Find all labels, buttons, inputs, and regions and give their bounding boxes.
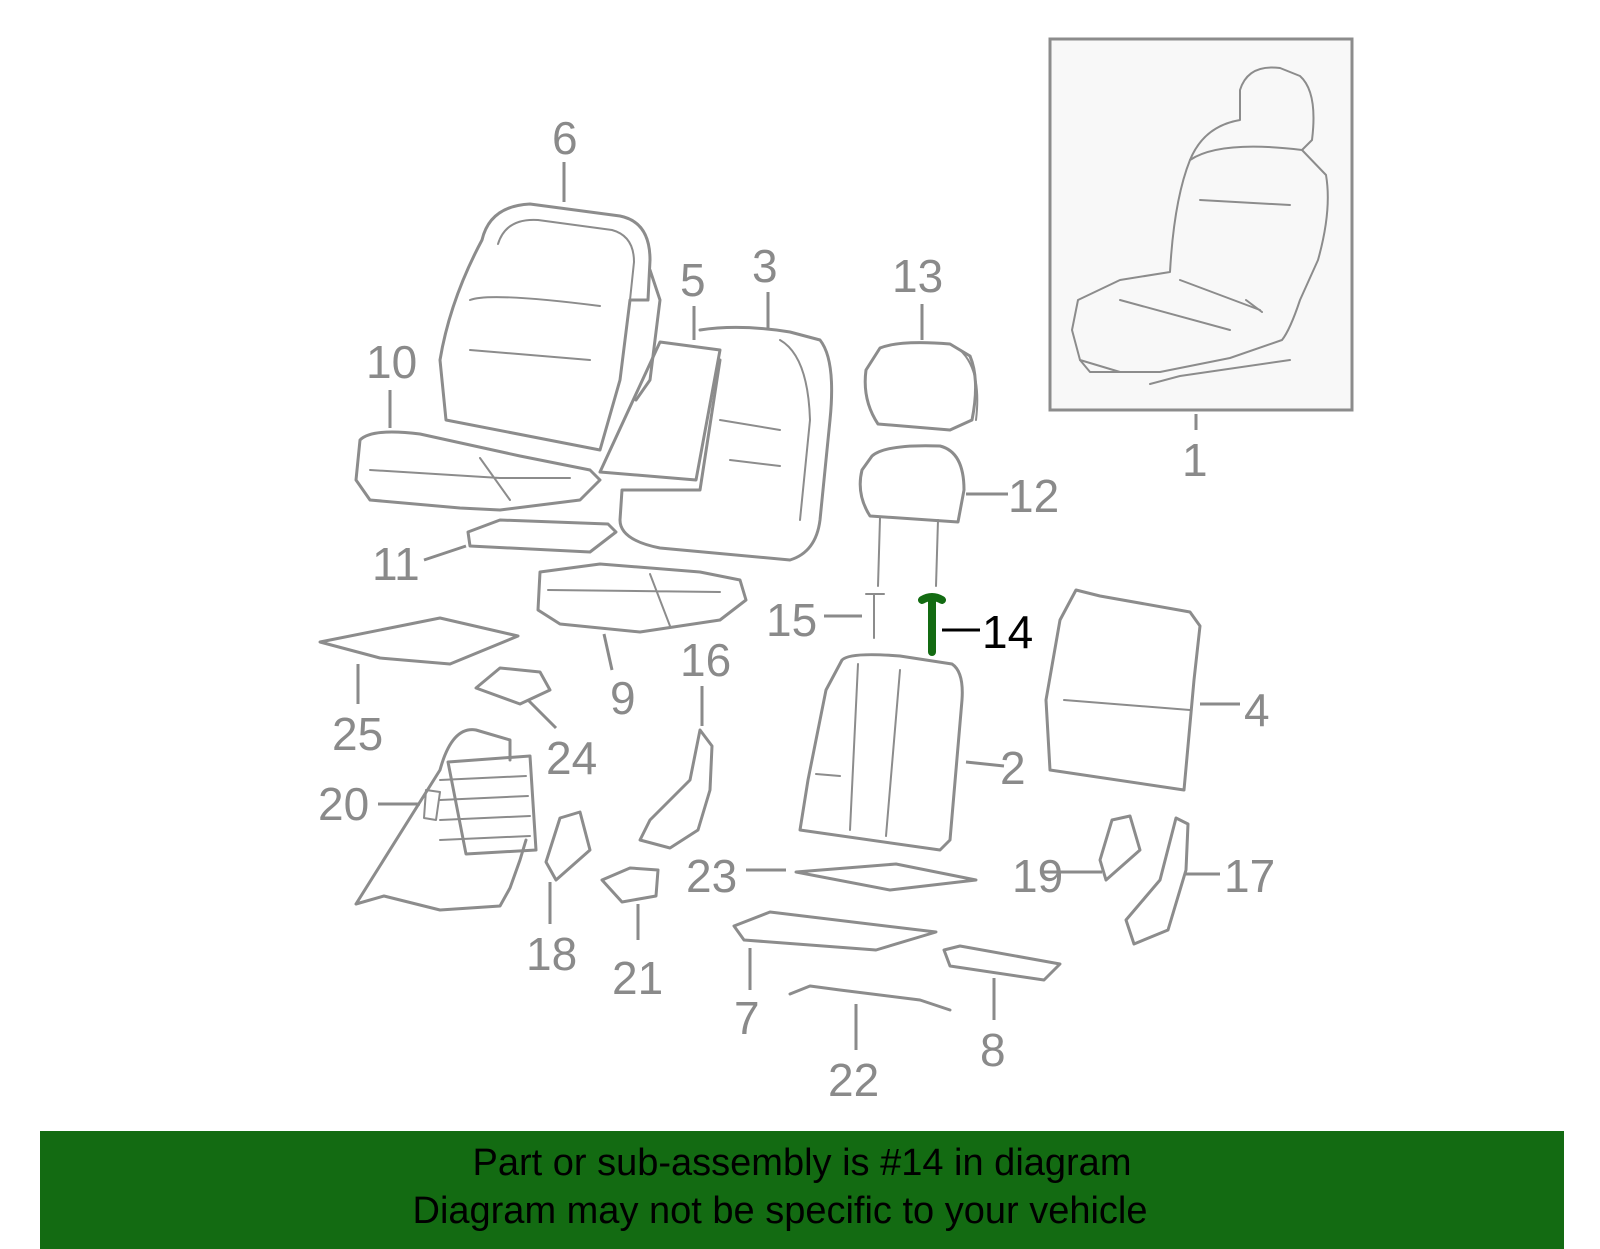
part-headrest [858,341,979,587]
part-brackets-left [544,728,714,904]
part-cushion-cover [354,430,602,512]
part-brackets-right [1098,814,1190,946]
part-panel-and-bracket [318,616,552,706]
callout-10: 10 [366,336,417,388]
callout-13: 13 [892,250,943,302]
callout-5: 5 [680,254,706,306]
callout-6: 6 [552,112,578,164]
callout-1: 1 [1182,434,1208,486]
part-lumbar-frame [354,728,538,912]
callout-21: 21 [612,952,663,1004]
callout-15: 15 [766,594,817,646]
callout-18: 18 [526,928,577,980]
callout-16: 16 [680,634,731,686]
callout-2: 2 [1000,742,1026,794]
callout-14: 14 [982,606,1033,658]
callout-arrows [356,162,1240,1050]
callout-24: 24 [546,732,597,784]
part-seat-back-cover [438,202,662,452]
part-cushion-pad [466,518,748,634]
part-lower-components [732,862,1062,1012]
callout-17: 17 [1224,850,1275,902]
part-back-pad-and-frame [598,325,834,562]
callout-12: 12 [1008,470,1059,522]
callout-19: 19 [1012,850,1063,902]
callout-8: 8 [980,1024,1006,1076]
part-back-panel [1044,588,1202,792]
banner-line-part-number: Part or sub-assembly is #14 in diagram [472,1142,1132,1184]
callout-11: 11 [372,538,420,590]
callout-4: 4 [1244,684,1270,736]
callout-7: 7 [734,992,760,1044]
callout-labels: 1 2 3 4 5 6 7 8 9 10 11 12 13 14 15 16 1… [318,112,1275,1106]
info-banner: Part or sub-assembly is #14 in diagram D… [40,1131,1564,1249]
callout-22: 22 [828,1054,879,1106]
callout-23: 23 [686,850,737,902]
callout-9: 9 [610,672,636,724]
inset-complete-seat [1048,37,1354,412]
part-back-frame [798,653,964,852]
guide-14-highlight [918,593,946,656]
callout-20: 20 [318,778,369,830]
part-headrest-guides [865,593,946,656]
banner-line-disclaimer: Diagram may not be specific to your vehi… [412,1190,1148,1232]
callout-3: 3 [752,240,778,292]
callout-25: 25 [332,708,383,760]
